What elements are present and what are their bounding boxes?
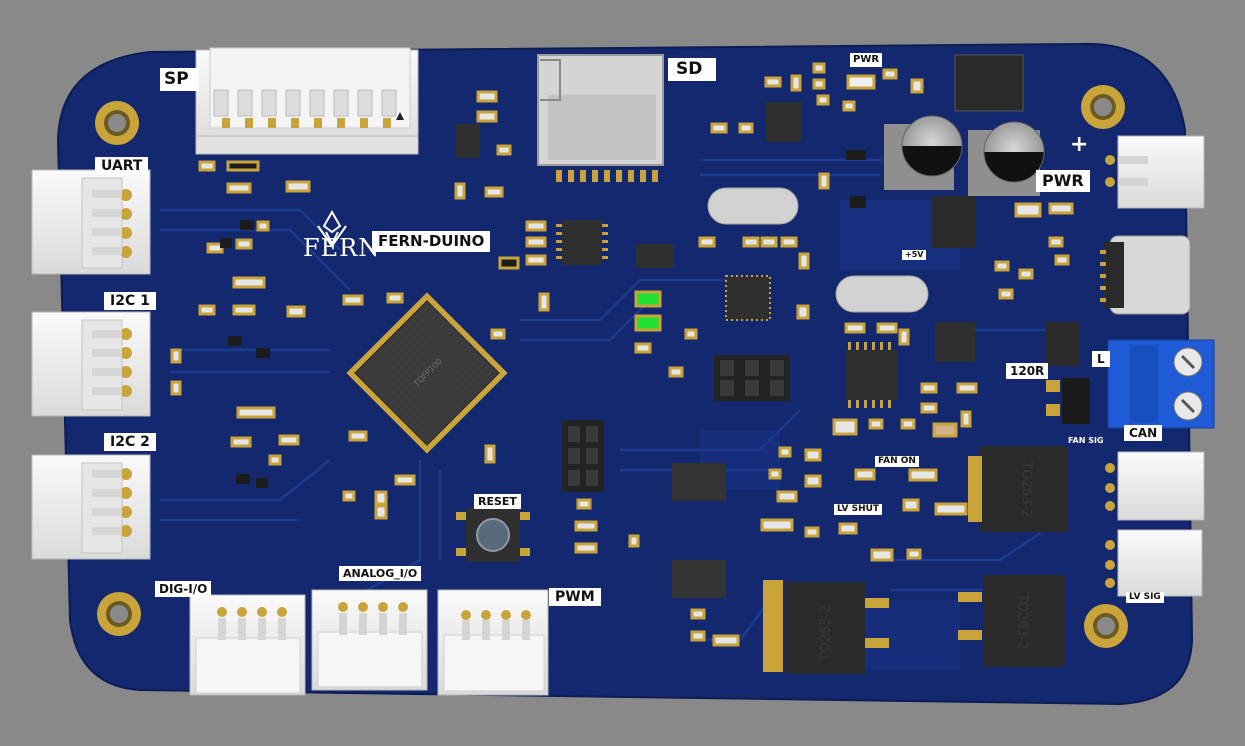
uart-connector [31, 169, 151, 275]
analog-io-label: ANALOG_I/O [339, 566, 422, 581]
can-termination-jumper [1046, 378, 1090, 424]
pwm-label: PWM [549, 588, 601, 606]
spi-label: SP [160, 68, 199, 91]
analog-io-connector [311, 589, 428, 691]
to263-c-marking: TO263-2 [1014, 593, 1030, 650]
status-leds [634, 74, 876, 332]
sot-transistors [220, 150, 866, 488]
dig-io-connector [189, 594, 306, 696]
to263-b-marking: TO263-2 [818, 604, 834, 661]
sd-card-slot [537, 54, 664, 182]
pwm-connector [437, 589, 549, 696]
uart-label: UART [95, 157, 149, 175]
to263-a-marking: TO263-2 [1018, 461, 1034, 518]
r120-label: 120R [1006, 363, 1049, 379]
fan-on-label: FAN ON [875, 456, 919, 467]
dig-io-label: DIG-I/O [155, 581, 212, 597]
crystals [707, 187, 929, 313]
copper-traces [160, 158, 1061, 642]
l-label: L [1092, 351, 1110, 367]
can-terminal-block [1107, 339, 1215, 429]
silkscreen-arrow [396, 112, 404, 120]
fern-logo-text: FERN [303, 234, 381, 262]
lv-shut-label: LV SHUT [834, 504, 883, 515]
i2c1-label: I2C 1 [104, 292, 156, 310]
pwr-input-label: PWR [1036, 170, 1090, 192]
i2c2-label: I2C 2 [104, 433, 156, 451]
reset-button-component [456, 508, 530, 562]
board-name-label: FERN-DUINO [372, 231, 491, 252]
mcu-chip [346, 292, 508, 454]
ic-packages [456, 54, 1080, 598]
power-connector-right [1105, 135, 1205, 209]
i2c2-connector [31, 454, 151, 560]
fan-sig-label: FAN SIG [1068, 436, 1104, 445]
electrolytic-capacitors [884, 115, 1045, 196]
i2c1-connector [31, 311, 151, 417]
sd-label: SD [668, 58, 717, 81]
lv-sig-label: LV SIG [1126, 592, 1164, 603]
plus5v-label: +5V [902, 250, 927, 260]
reset-label: RESET [474, 494, 521, 509]
lv-sig-connector [1105, 529, 1203, 597]
usb-c-port [1100, 235, 1191, 315]
can-label: CAN [1124, 425, 1163, 441]
spi-connector [195, 47, 419, 155]
fan-sig-connector [1105, 451, 1205, 521]
plus-polarity-label: + [1070, 132, 1089, 157]
smd-passives [170, 62, 1074, 647]
pwr-led-label: PWR [850, 53, 883, 67]
to263-packages [763, 446, 1068, 674]
fern-logo-mark [317, 209, 347, 248]
mounting-holes [95, 85, 1128, 648]
